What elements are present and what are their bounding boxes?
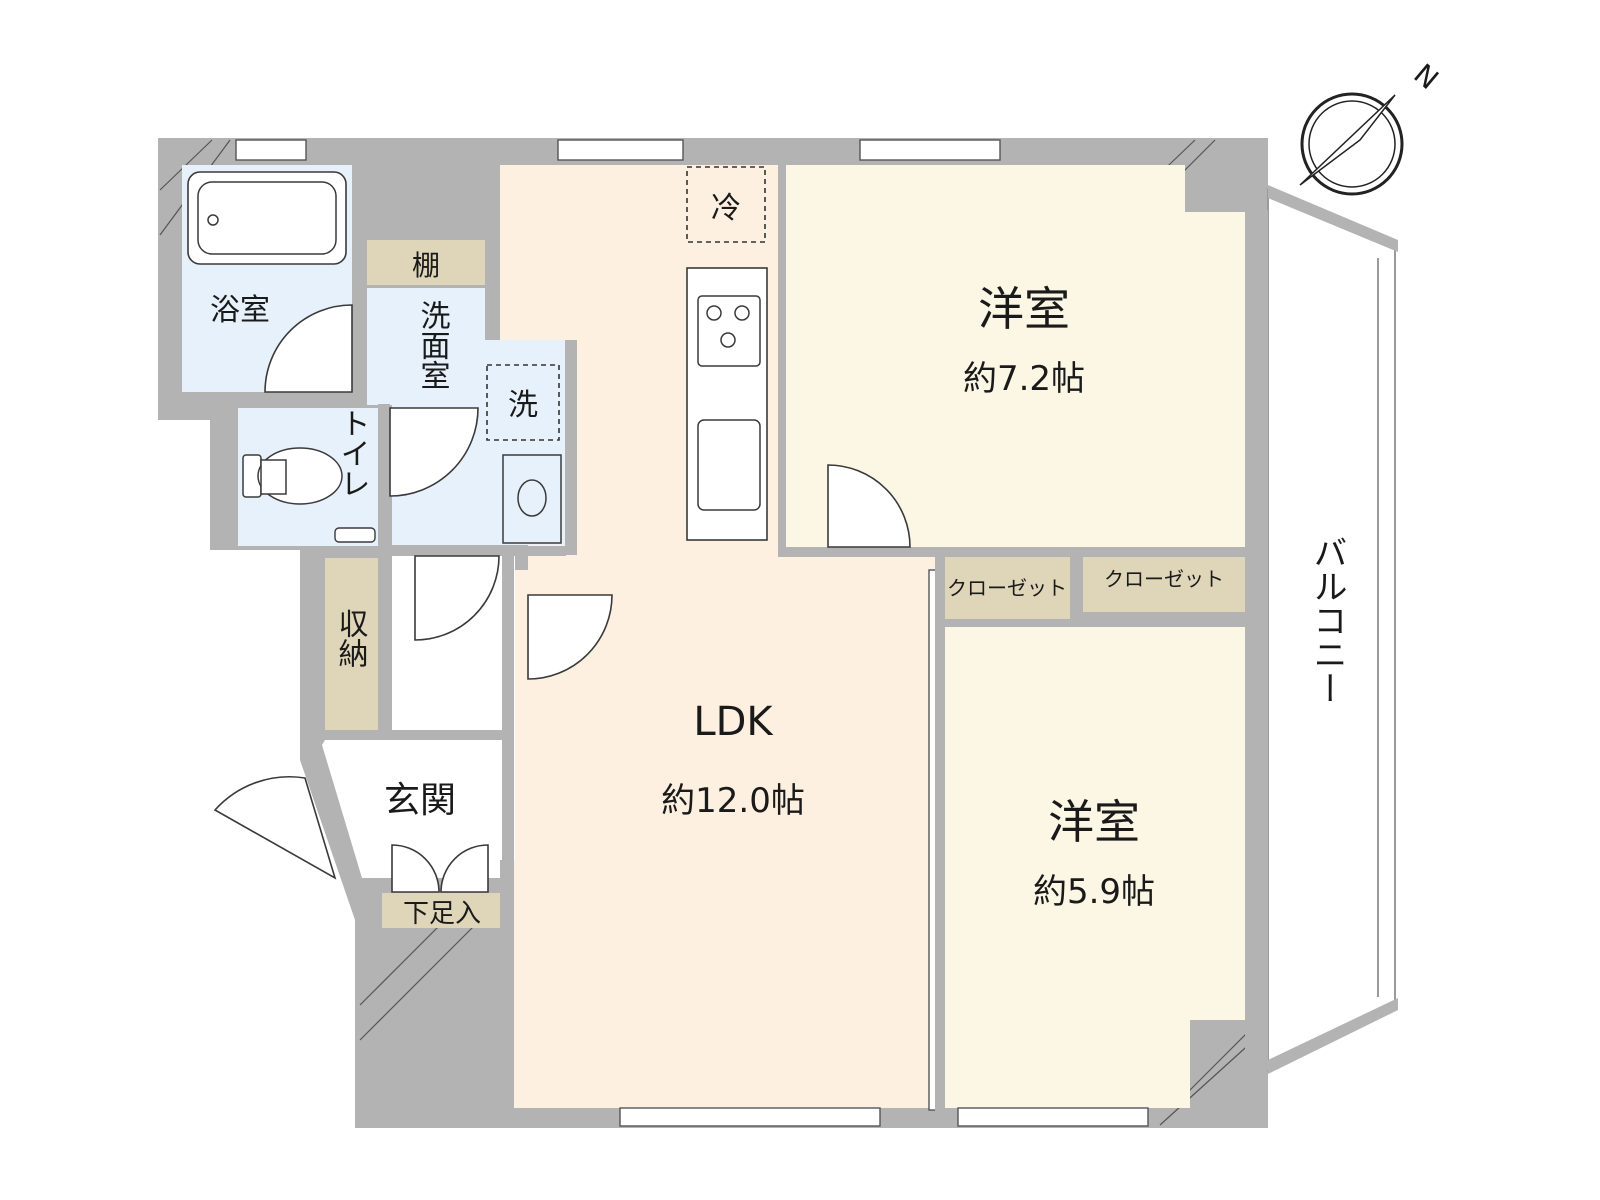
bedroom-1-size: 約7.2帖 xyxy=(963,359,1085,399)
shelf-label: 棚 xyxy=(412,249,440,282)
closet-1-area xyxy=(945,557,1070,619)
washer-label: 洗 xyxy=(508,388,538,423)
shoe-box-label: 下足入 xyxy=(403,899,481,929)
closet-2-area xyxy=(1083,550,1245,612)
washbasin xyxy=(502,454,562,544)
stove-icon xyxy=(697,295,761,367)
washbasin-bowl xyxy=(517,479,547,517)
balcony-rail-bottom xyxy=(1268,998,1398,1074)
closet-2-label: クローゼット xyxy=(1104,567,1224,591)
ldk-floor xyxy=(500,165,935,1108)
washer-space xyxy=(486,364,560,441)
storage-label: 収納 xyxy=(333,608,369,668)
kitchen-counter xyxy=(686,267,768,541)
closet-1-label: クローゼット xyxy=(947,576,1067,600)
ldk-name: LDK xyxy=(693,699,774,745)
toilet-icon xyxy=(242,447,343,505)
bathtub-icon xyxy=(187,171,347,265)
bedroom-2-name: 洋室 xyxy=(1048,795,1140,849)
toilet-label: トイレ xyxy=(335,408,370,498)
entrance-floor xyxy=(322,745,515,878)
fridge-space xyxy=(686,166,766,243)
bath-label: 浴室 xyxy=(210,293,270,328)
shoe-box-area xyxy=(382,893,500,928)
doors xyxy=(213,304,911,893)
compass-north-label: N xyxy=(1407,57,1444,96)
bedroom-1-name: 洋室 xyxy=(978,282,1070,336)
shelf-area xyxy=(367,240,485,285)
ldk-size: 約12.0帖 xyxy=(661,781,805,821)
fridge-label: 冷 xyxy=(711,191,741,226)
interior-walls xyxy=(182,165,1268,1112)
balcony-label: バルコニー xyxy=(1307,535,1347,705)
washroom-label: 洗面室 xyxy=(415,300,450,390)
bedroom-2-floor xyxy=(945,625,1245,1108)
storage-area xyxy=(325,558,378,730)
compass-icon: N xyxy=(1299,57,1445,196)
balcony-rail xyxy=(1268,185,1398,252)
sink-icon xyxy=(697,419,761,511)
bedroom-2-size: 約5.9帖 xyxy=(1033,872,1155,912)
toilet-hand-sink xyxy=(334,527,376,543)
entrance-label: 玄関 xyxy=(384,780,456,821)
bedroom-1-floor xyxy=(785,165,1245,547)
